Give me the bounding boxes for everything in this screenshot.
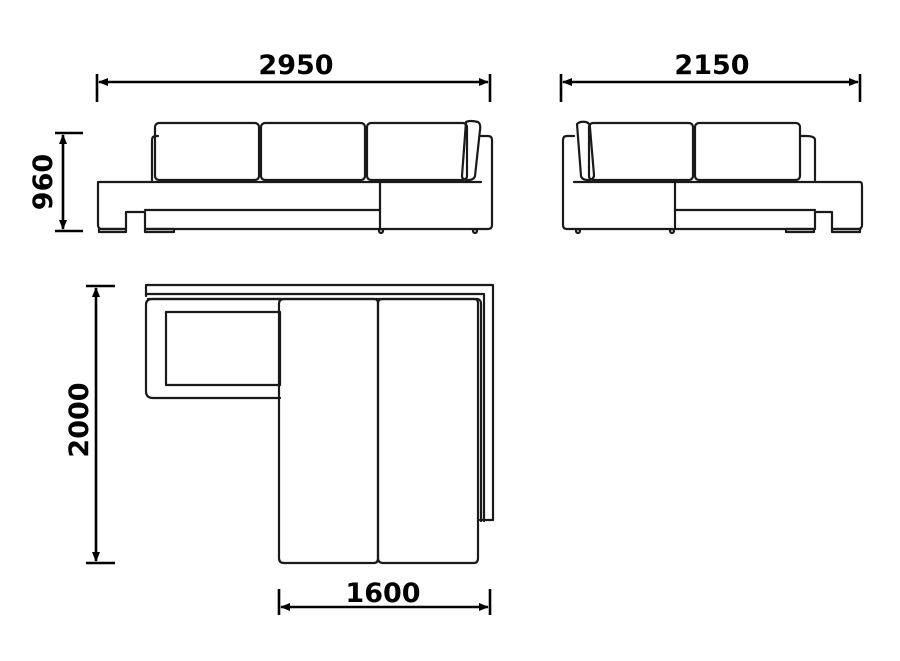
dimension-width-long: 2950 <box>95 50 492 102</box>
seat-width-label: 1600 <box>345 578 420 609</box>
front-view-short <box>561 120 864 235</box>
dimension-height: 960 <box>28 131 83 233</box>
height-label: 960 <box>28 154 59 210</box>
dimension-seat-width: 1600 <box>277 578 492 615</box>
dimension-width-short: 2150 <box>559 50 862 102</box>
depth-label: 2000 <box>64 382 95 457</box>
width-short-label: 2150 <box>674 50 749 81</box>
width-long-label: 2950 <box>258 50 333 81</box>
dimension-depth: 2000 <box>64 284 115 565</box>
front-view-long <box>96 119 494 235</box>
top-view <box>144 283 495 565</box>
